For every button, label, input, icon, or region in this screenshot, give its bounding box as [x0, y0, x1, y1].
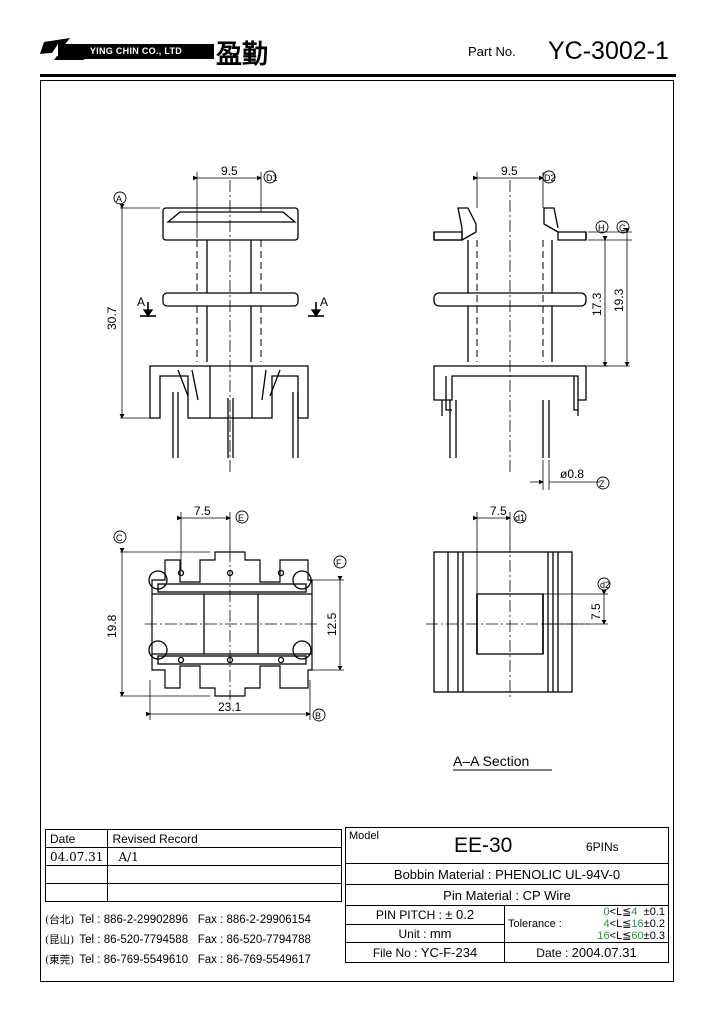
section-dim-right: 7.5	[589, 603, 603, 620]
front-dim-top: 9.5	[221, 164, 238, 178]
rev-row-date: 04.07.31	[44, 847, 109, 866]
tolerance-cell: Tolerance : 0<L≦4 ±0.1 4<L≦16±0.2 16<L≦6…	[504, 905, 669, 943]
rev-row-record	[107, 865, 342, 884]
contact-tel: Tel : 886-2-29902896	[79, 914, 189, 926]
pin-material: CP Wire	[522, 887, 571, 903]
company-name-cn: 盈勤	[216, 40, 269, 70]
file-no: YC-F-234	[420, 945, 478, 960]
part-number-label: Part No.	[468, 44, 516, 59]
bottom-ref-left: C	[116, 533, 123, 543]
model-value: EE-30	[454, 834, 513, 857]
file-no-label: File No :	[372, 946, 421, 960]
section-dim-top: 7.5	[490, 504, 507, 518]
model-label: Model	[349, 830, 379, 842]
tolerance-row: 4<L≦16±0.2	[603, 918, 665, 930]
side-dim-top: 9.5	[501, 164, 518, 178]
pin-count: 6PINs	[586, 840, 619, 854]
bottom-dim-height: 19.8	[105, 614, 119, 638]
contact-fax: Fax : 886-2-29906154	[197, 914, 311, 926]
front-dim-height: 30.7	[105, 306, 119, 330]
header-divider	[40, 74, 676, 77]
side-pin-diameter: ø0.8	[560, 467, 584, 481]
unit-cell: Unit : mm	[345, 923, 505, 943]
section-mark-left: A	[137, 295, 145, 309]
pin-pitch-label: PIN PITCH :	[375, 908, 446, 923]
pin-pitch-cell: PIN PITCH : ± 0.2	[345, 905, 505, 925]
rev-row-record: A/1	[107, 847, 342, 866]
tolerance-row: 0<L≦4 ±0.1	[603, 906, 665, 918]
technical-drawing: 9.5 D1 A 30.7 A A 9.5 D2 H G 17.3 19.3 ø…	[105, 164, 632, 771]
contact-row: (昆山) Tel : 86-520-7794588 Fax : 86-520-7…	[45, 930, 342, 950]
revision-table: Date Revised Record 04.07.31 A/1	[44, 829, 342, 902]
spec-table: Model EE-30 6PINs Bobbin Material : PHEN…	[345, 827, 669, 963]
bottom-ref-bottom: B	[315, 711, 321, 721]
file-no-cell: File No : YC-F-234	[345, 942, 505, 963]
company-name: YING CHIN CO., LTD	[58, 44, 214, 59]
contact-row: (台北) Tel : 886-2-29902896 Fax : 886-2-29…	[45, 910, 342, 930]
pin-material-label: Pin Material :	[443, 887, 523, 903]
part-number: YC-3002-1	[548, 37, 669, 65]
side-dim-inner: 17.3	[590, 292, 604, 316]
tolerance-row: 16<L≦60±0.3	[597, 930, 665, 942]
rev-header-date: Date	[44, 829, 109, 848]
contact-location: (台北)	[45, 914, 75, 926]
section-title: A–A Section	[453, 753, 529, 769]
date-cell: Date : 2004.07.31	[504, 942, 669, 963]
rev-row-record	[107, 883, 342, 902]
bottom-dim-width: 23.1	[218, 700, 242, 714]
unit-value: mm	[429, 925, 452, 941]
rev-header-record: Revised Record	[107, 829, 342, 848]
bobbin-material: PHENOLIC UL-94V-0	[495, 866, 621, 882]
front-ref-top: D1	[266, 173, 278, 183]
tolerance-label: Tolerance :	[508, 918, 562, 930]
side-dim-outer: 19.3	[612, 288, 626, 312]
bottom-view	[113, 510, 347, 722]
bottom-ref-right: F	[336, 558, 342, 568]
bottom-ref-top: E	[238, 513, 244, 523]
pin-pitch: ± 0.2	[445, 907, 475, 923]
model-cell: Model EE-30 6PINs	[345, 827, 669, 864]
unit-label: Unit :	[398, 926, 430, 941]
contact-fax: Fax : 86-520-7794788	[197, 934, 311, 946]
section-ref-top: d1	[515, 513, 525, 523]
bobbin-material-label: Bobbin Material :	[393, 866, 496, 882]
date-label: Date :	[536, 946, 572, 960]
section-mark-right: A	[320, 295, 328, 309]
contact-row: (東莞) Tel : 86-769-5549610 Fax : 86-769-5…	[45, 950, 342, 970]
side-ref-top: D2	[544, 173, 556, 183]
contact-tel: Tel : 86-769-5549610	[79, 954, 189, 966]
contact-list: (台北) Tel : 886-2-29902896 Fax : 886-2-29…	[45, 910, 342, 970]
side-ref-g: G	[619, 223, 626, 233]
bottom-dim-inner: 12.5	[325, 612, 339, 636]
drawing-frame	[40, 80, 674, 982]
section-view	[426, 510, 611, 771]
contact-tel: Tel : 86-520-7794588	[79, 934, 189, 946]
front-view	[113, 170, 324, 472]
contact-location: (東莞)	[45, 954, 75, 966]
contact-location: (昆山)	[45, 934, 75, 946]
bobbin-material-row: Bobbin Material : PHENOLIC UL-94V-0	[345, 863, 669, 885]
rev-row-date	[44, 883, 109, 902]
rev-row-date	[44, 865, 109, 884]
pin-material-row: Pin Material : CP Wire	[345, 884, 669, 906]
side-ref-pin: Z	[599, 479, 605, 489]
section-ref-right: d2	[600, 580, 610, 590]
front-ref-left: A	[116, 194, 122, 204]
side-view	[433, 170, 632, 490]
bottom-dim-top: 7.5	[194, 504, 211, 518]
side-ref-h: H	[598, 223, 605, 233]
date-value: 2004.07.31	[571, 945, 637, 960]
contact-fax: Fax : 86-769-5549617	[197, 954, 311, 966]
